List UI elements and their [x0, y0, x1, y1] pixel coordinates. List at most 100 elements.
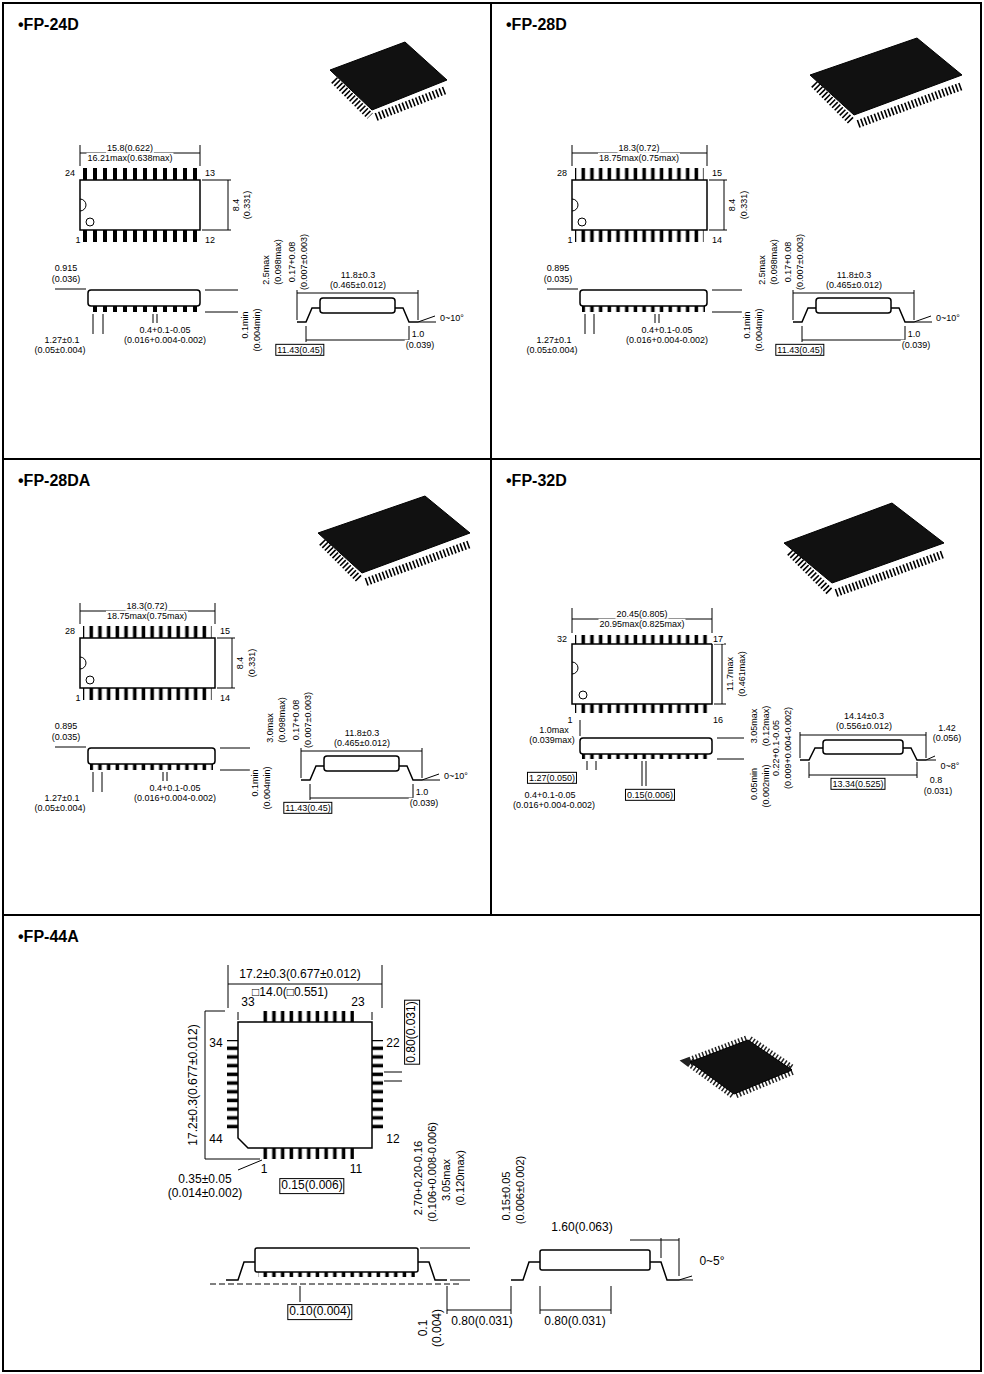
dimension-label: (0.016+0.004-0.002) — [123, 335, 207, 345]
dimension-label: 20.95max(0.825max) — [598, 619, 685, 629]
dimension-label: 11.8±0.3 — [340, 270, 376, 280]
dimension-label: 0.15±0.05 — [500, 1171, 513, 1222]
dimension-label: (0.004min) — [262, 765, 272, 810]
pin-number: 15 — [711, 168, 723, 178]
dimension-label: 0.895 — [54, 721, 79, 731]
dimension-label: 17.2±0.3(0.677±0.012) — [187, 1023, 201, 1146]
dimension-label: 18.3(0.72) — [125, 601, 168, 611]
dimension-label: (0.465±0.012) — [825, 280, 883, 290]
dimension-label: (0.098max) — [273, 238, 283, 286]
dimension-label: 0~10° — [443, 771, 469, 781]
pin-number: 23 — [350, 996, 365, 1010]
dimension-label: (0.031) — [923, 786, 954, 796]
dimension-label: 0.915 — [54, 263, 79, 273]
dimension-label: (0.039) — [901, 340, 932, 350]
dimension-label: 1.0 — [415, 787, 430, 797]
dimension-label: 11.8±0.3 — [344, 728, 380, 738]
dimension-label: (0.556±0.012) — [835, 721, 893, 731]
dimension-label: 2.5max — [757, 254, 767, 286]
pin-number: 1 — [566, 235, 573, 245]
pin-number: 24 — [64, 168, 76, 178]
dimension-label: 18.75max(0.75max) — [598, 153, 680, 163]
dimension-label: 0.35±0.05 — [177, 1173, 232, 1187]
dimension-label: (0.004min) — [252, 307, 262, 352]
dimension-label: (0.036) — [51, 274, 82, 284]
dimension-label: (0.039max) — [528, 735, 576, 745]
dimension-label: 8.4 — [235, 656, 245, 671]
package-title: •FP-28D — [506, 16, 567, 34]
dimension-label: 14.14±0.3 — [843, 711, 885, 721]
dimension-label: 20.45(0.805) — [615, 609, 668, 619]
dimension-label: 3.0max — [265, 712, 275, 744]
dimension-label: 0~10° — [439, 313, 465, 323]
dimension-label: 2.70+0.20-0.16 — [412, 1140, 425, 1216]
dimension-label: 0.1min — [240, 310, 250, 339]
dimension-label: 0.8 — [929, 775, 944, 785]
dimension-label: 18.3(0.72) — [617, 143, 660, 153]
dimension-label: (0.098max) — [277, 696, 287, 744]
pin-number: 34 — [208, 1037, 223, 1051]
package-panel: •FP-28D — [490, 2, 982, 460]
pin-number: 1 — [260, 1163, 269, 1177]
package-panel: •FP-28DA — [2, 458, 492, 916]
dimension-label: 1.0max — [538, 725, 570, 735]
pin-number: 17 — [712, 634, 724, 644]
dimension-label: 16.21max(0.638max) — [86, 153, 173, 163]
dimension-label: (0.035) — [543, 274, 574, 284]
package-title: •FP-32D — [506, 472, 567, 490]
dimension-label: (0.016+0.004-0.002) — [133, 793, 217, 803]
dimension-label: 0.17+0.08 — [291, 699, 301, 741]
dimension-label: 3.05max — [440, 1158, 453, 1202]
dimension-label: (0.465±0.012) — [329, 280, 387, 290]
dimension-label: (0.014±0.002) — [167, 1187, 244, 1201]
dimension-label: (0.006±0.002) — [514, 1155, 527, 1225]
dimension-label: 13.34(0.525) — [830, 778, 885, 790]
dimension-label: (0.120max) — [454, 1149, 467, 1207]
dimension-label: (0.009+0.004-0.002) — [783, 706, 793, 790]
dimension-label: 3.05max — [749, 708, 759, 745]
dimension-label: 0~8° — [940, 761, 961, 771]
dimension-label: 0.80(0.031) — [450, 1315, 513, 1329]
dimension-label: (0.016+0.004-0.002) — [625, 335, 709, 345]
package-title: •FP-44A — [18, 928, 79, 946]
dimension-label: 8.4 — [231, 198, 241, 213]
dimension-label: (0.016+0.004-0.002) — [512, 800, 596, 810]
pin-number: 14 — [219, 693, 231, 703]
dimension-label: (0.039) — [405, 340, 436, 350]
dimension-label: (0.05±0.004) — [526, 345, 579, 355]
dimension-label: 0.4+0.1-0.05 — [641, 325, 694, 335]
pin-number: 15 — [219, 626, 231, 636]
dimension-label: 18.75max(0.75max) — [106, 611, 188, 621]
dimension-label: 0.1 — [417, 1319, 431, 1338]
dimension-label: □14.0(□0.551) — [251, 986, 329, 1000]
dimension-label: 0.80(0.031) — [543, 1315, 606, 1329]
dimension-label: 1.0 — [411, 329, 426, 339]
dimension-label: (0.465±0.012) — [333, 738, 391, 748]
pin-number: 1 — [566, 715, 573, 725]
dimension-label: 17.2±0.3(0.677±0.012) — [238, 968, 361, 982]
dimension-label: (0.056) — [932, 733, 963, 743]
dimension-label: (0.461max) — [737, 650, 747, 698]
dimension-label: (0.039) — [409, 798, 440, 808]
dimension-label: 1.42 — [937, 723, 957, 733]
dimension-label: 0.17+0.08 — [783, 241, 793, 283]
dimension-label: 11.43(0.45) — [775, 344, 824, 356]
pin-number: 11 — [349, 1163, 363, 1177]
dimension-label: (0.05±0.004) — [34, 803, 87, 813]
dimension-label: 0.15(0.006) — [625, 789, 675, 801]
dimension-label: (0.007±0.003) — [303, 691, 313, 749]
pin-number: 1 — [74, 235, 81, 245]
dimension-label: (0.004) — [431, 1308, 445, 1348]
pin-number: 44 — [208, 1133, 223, 1147]
dimension-label: 11.43(0.45) — [283, 802, 332, 814]
dimension-label: (0.05±0.004) — [34, 345, 87, 355]
pin-number: 32 — [556, 634, 568, 644]
pin-number: 12 — [385, 1133, 400, 1147]
dimension-label: (0.002min) — [761, 763, 771, 808]
dimension-label: (0.12max) — [761, 705, 771, 748]
dimension-label: (0.035) — [51, 732, 82, 742]
dimension-label: 0.1min — [250, 768, 260, 797]
package-panel: •FP-44A — [2, 914, 982, 1372]
